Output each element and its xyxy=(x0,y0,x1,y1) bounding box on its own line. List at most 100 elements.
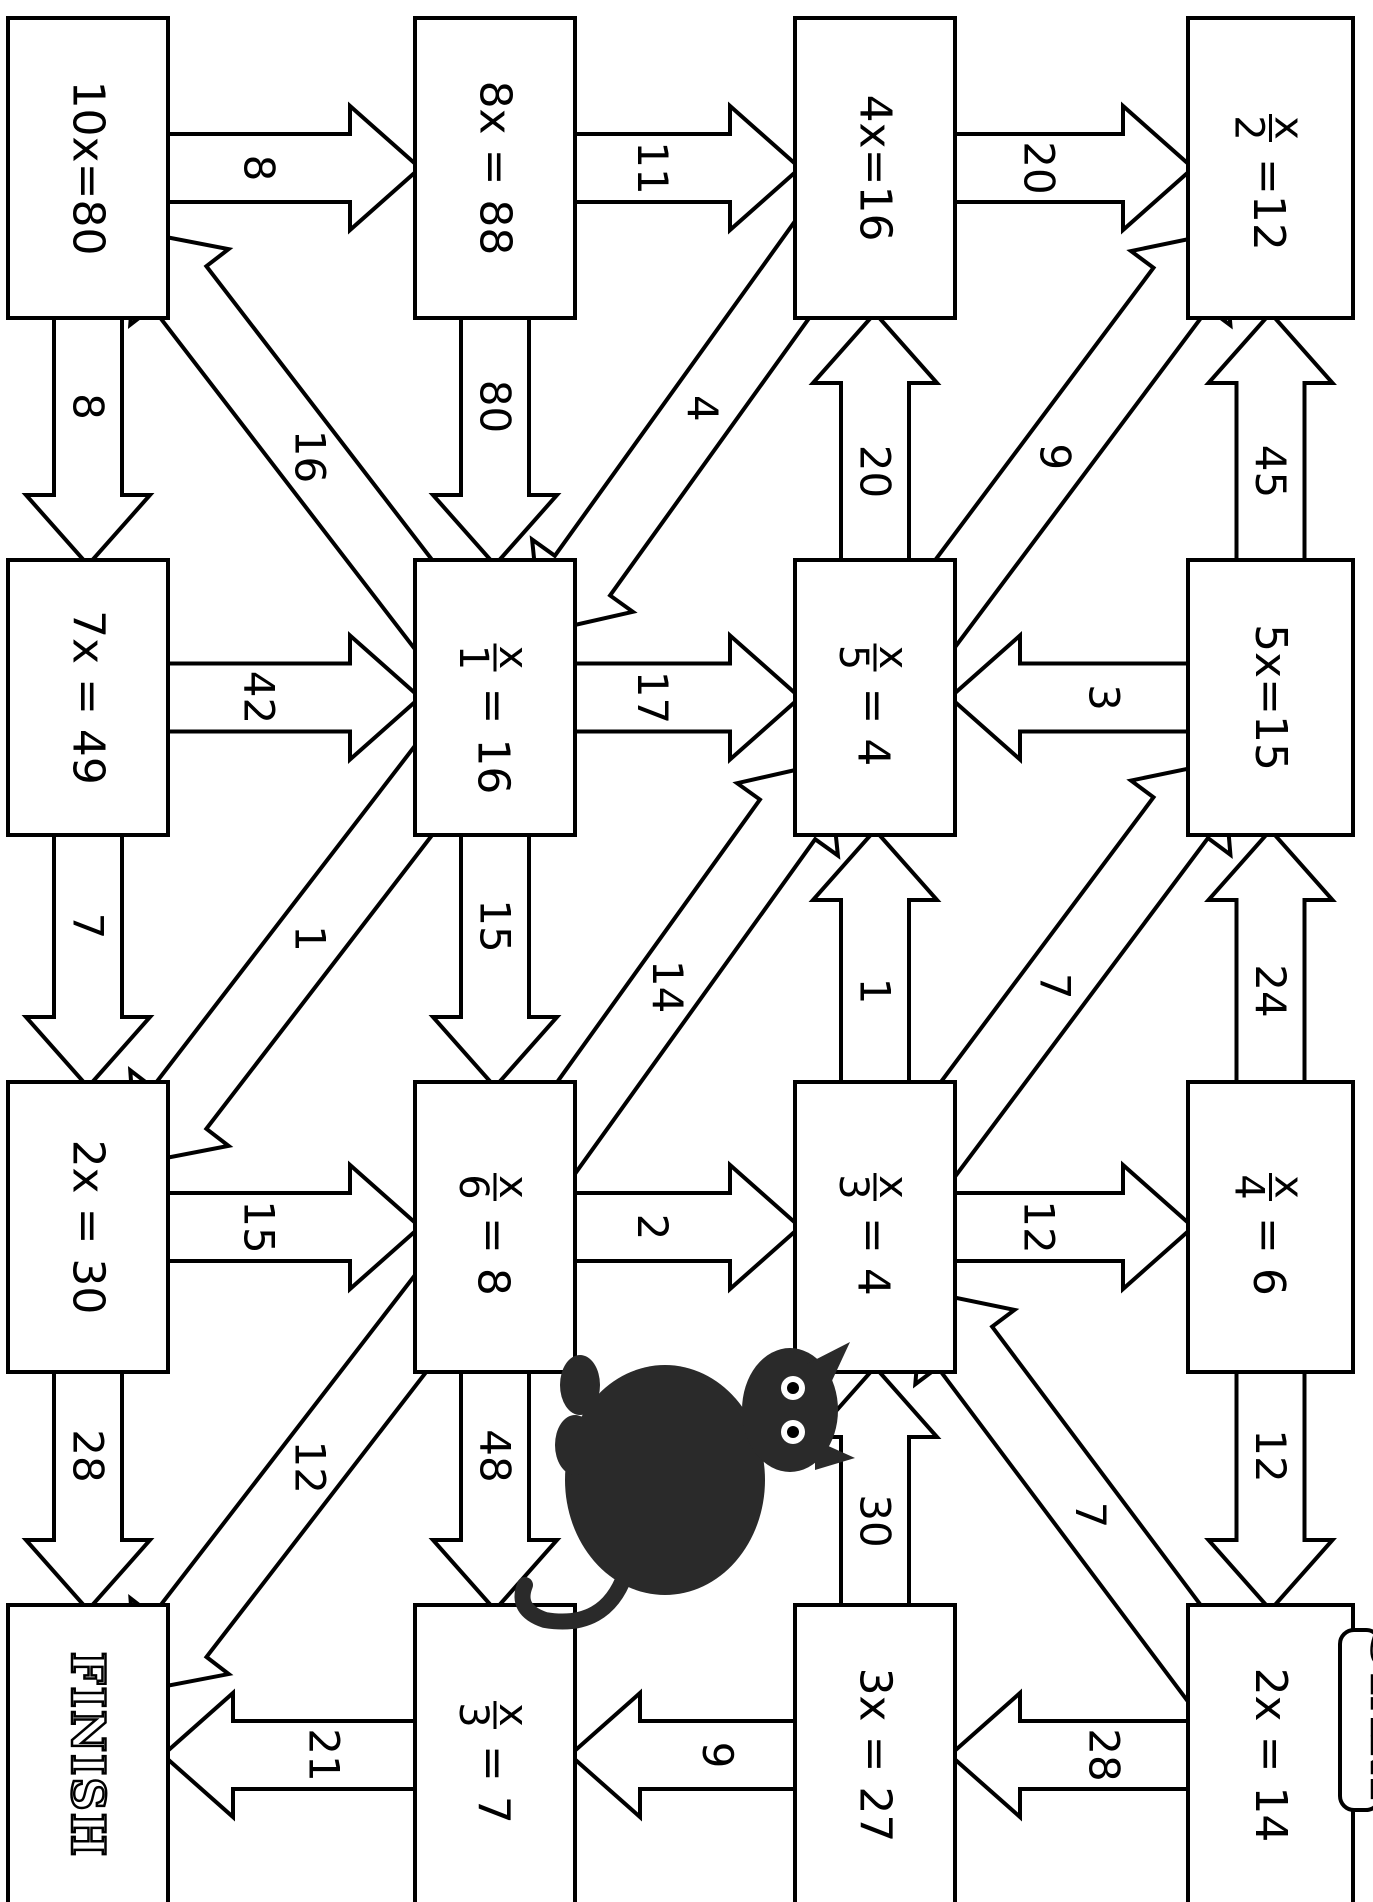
arrow-r1c1-to-r2c1: 15 xyxy=(428,823,562,1091)
arrow-value: 12 xyxy=(1015,1200,1064,1253)
arrow-value: 21 xyxy=(300,1728,349,1781)
arrow-r2c2-to-r1c2: 1 xyxy=(808,826,942,1094)
cell-box xyxy=(1186,558,1355,837)
fraction-denominator: 6 xyxy=(450,1174,496,1199)
fraction-numerator: x xyxy=(490,1175,536,1199)
fraction-rhs: = 4 xyxy=(848,688,899,767)
arrow-r2c1-to-r2c2: 2 xyxy=(563,1160,804,1294)
cell-r2c1: x6= 8 xyxy=(413,1080,577,1374)
equation-text: 2x = 14 xyxy=(1245,1668,1296,1843)
arrow-shape xyxy=(428,306,562,569)
equation-text: 7x = 49 xyxy=(63,610,114,785)
arrow-shape xyxy=(21,823,155,1091)
fraction-rhs: = 4 xyxy=(848,1217,899,1296)
cell-r3c1: x3= 7 xyxy=(413,1603,577,1902)
cell-box xyxy=(793,1080,957,1374)
arrow-r1c2-to-r0c2: 20 xyxy=(808,309,942,572)
cell-box xyxy=(413,1080,577,1374)
cell-box xyxy=(6,558,170,837)
arrow-value: 1 xyxy=(285,925,334,952)
fraction-denominator: 1 xyxy=(450,645,496,670)
fraction-numerator: x xyxy=(490,1703,536,1727)
arrow-value: 20 xyxy=(851,445,900,498)
fraction-rhs: = 7 xyxy=(468,1745,519,1824)
equation-text: 10x=80 xyxy=(63,81,114,256)
arrow-value: 24 xyxy=(1246,964,1295,1017)
arrow-value: 9 xyxy=(693,1742,742,1769)
arrow-shape xyxy=(943,101,1197,235)
arrow-shape xyxy=(21,1360,155,1614)
arrow-value: 12 xyxy=(1246,1429,1295,1482)
arrow-shape xyxy=(943,1160,1197,1294)
fraction-equation: x5= 4 xyxy=(830,643,916,767)
arrow-value: 12 xyxy=(285,1441,334,1494)
arrow-value: 28 xyxy=(1080,1728,1129,1781)
arrow-r0c0-to-r0c1: 8 xyxy=(156,101,424,235)
arrow-shape xyxy=(156,631,424,764)
arrow-r3c1-to-r3c0: 21 xyxy=(159,1688,427,1822)
cell-r2c3: x4 = 6 xyxy=(1186,1080,1355,1374)
arrow-value: 28 xyxy=(64,1429,113,1482)
arrow-r2c1-to-r3c1: 48 xyxy=(428,1360,562,1614)
arrow-shape xyxy=(156,101,424,235)
arrow-value: 17 xyxy=(628,671,677,724)
arrow-r1c3-to-r1c2: 3 xyxy=(946,631,1200,764)
arrow-value: 2 xyxy=(628,1214,677,1241)
equation-text: 4x=16 xyxy=(850,95,901,242)
start-tab: START xyxy=(1338,1628,1373,1812)
cell-r1c0: 7x = 49 xyxy=(6,558,170,837)
arrow-r2c0-to-r2c1: 15 xyxy=(156,1160,424,1294)
arrow-r2c0-to-r3c0: 28 xyxy=(21,1360,155,1614)
cell-r3c2: 3x = 27 xyxy=(793,1603,957,1902)
arrow-value: 45 xyxy=(1246,445,1295,498)
arrow-r3c3-to-r3c2: 28 xyxy=(946,1688,1200,1822)
fraction-denominator: 2 xyxy=(1226,115,1272,140)
arrow-value: 42 xyxy=(235,671,284,724)
arrow-shape xyxy=(563,1160,804,1294)
arrow-r0c0-to-r1c0: 8 xyxy=(21,306,155,569)
equation-text: 2x = 30 xyxy=(63,1140,114,1315)
arrow-value: 30 xyxy=(851,1494,900,1547)
fraction-denominator: 5 xyxy=(830,645,876,670)
arrow-value: 1 xyxy=(851,978,900,1005)
arrow-shape xyxy=(428,1360,562,1614)
cell-r1c1: x1= 16 xyxy=(413,558,577,837)
fraction-numerator: x xyxy=(870,1175,916,1199)
cell-box xyxy=(1186,1603,1355,1902)
fraction-denominator: 4 xyxy=(1226,1174,1272,1199)
arrow-shape xyxy=(1204,826,1337,1094)
cell-box xyxy=(793,558,957,837)
arrow-value: 7 xyxy=(1030,973,1079,1000)
fraction-rhs: = 6 xyxy=(1243,1217,1294,1296)
arrow-value: 48 xyxy=(471,1429,520,1482)
arrow-r2c3-to-r3c3: 12 xyxy=(1204,1360,1337,1614)
fraction-numerator: x xyxy=(1266,1175,1312,1199)
arrow-r0c1-to-r0c2: 11 xyxy=(563,101,804,235)
cell-box xyxy=(1186,16,1355,320)
arrow-value: 8 xyxy=(235,155,284,182)
fraction-rhs: = 16 xyxy=(468,688,519,795)
arrow-r3c2-to-r3c1: 9 xyxy=(566,1688,807,1822)
arrow-r0c2-to-r0c3: 20 xyxy=(943,101,1197,235)
cell-r0c2: 4x=16 xyxy=(793,16,957,320)
arrow-r2c1-to-r1c2: 14 xyxy=(511,760,841,1185)
arrow-r1c0-to-r1c1: 42 xyxy=(156,631,424,764)
arrow-r2c2-to-r2c3: 12 xyxy=(943,1160,1197,1294)
fraction-equation: x1= 16 xyxy=(450,643,536,795)
cell-r0c1: 8x = 88 xyxy=(413,16,577,320)
arrow-shape xyxy=(159,1688,427,1822)
fraction-numerator: x xyxy=(1266,116,1312,140)
cell-box xyxy=(413,558,577,837)
cell-r2c2: x3 = 4 xyxy=(793,1080,957,1374)
equation-text: 8x = 88 xyxy=(470,81,521,256)
arrow-shape xyxy=(156,1160,424,1294)
cell-box xyxy=(793,1603,957,1902)
fraction-denominator: 3 xyxy=(830,1174,876,1199)
arrow-value: 7 xyxy=(1066,1502,1115,1529)
cell-r0c3: x2=12 xyxy=(1186,16,1355,320)
start-label: START xyxy=(1361,1634,1373,1806)
fraction-equation: x4 = 6 xyxy=(1226,1173,1312,1296)
cell-r2c0: 2x = 30 xyxy=(6,1080,170,1374)
arrow-r2c3-to-r1c3: 24 xyxy=(1204,826,1337,1094)
